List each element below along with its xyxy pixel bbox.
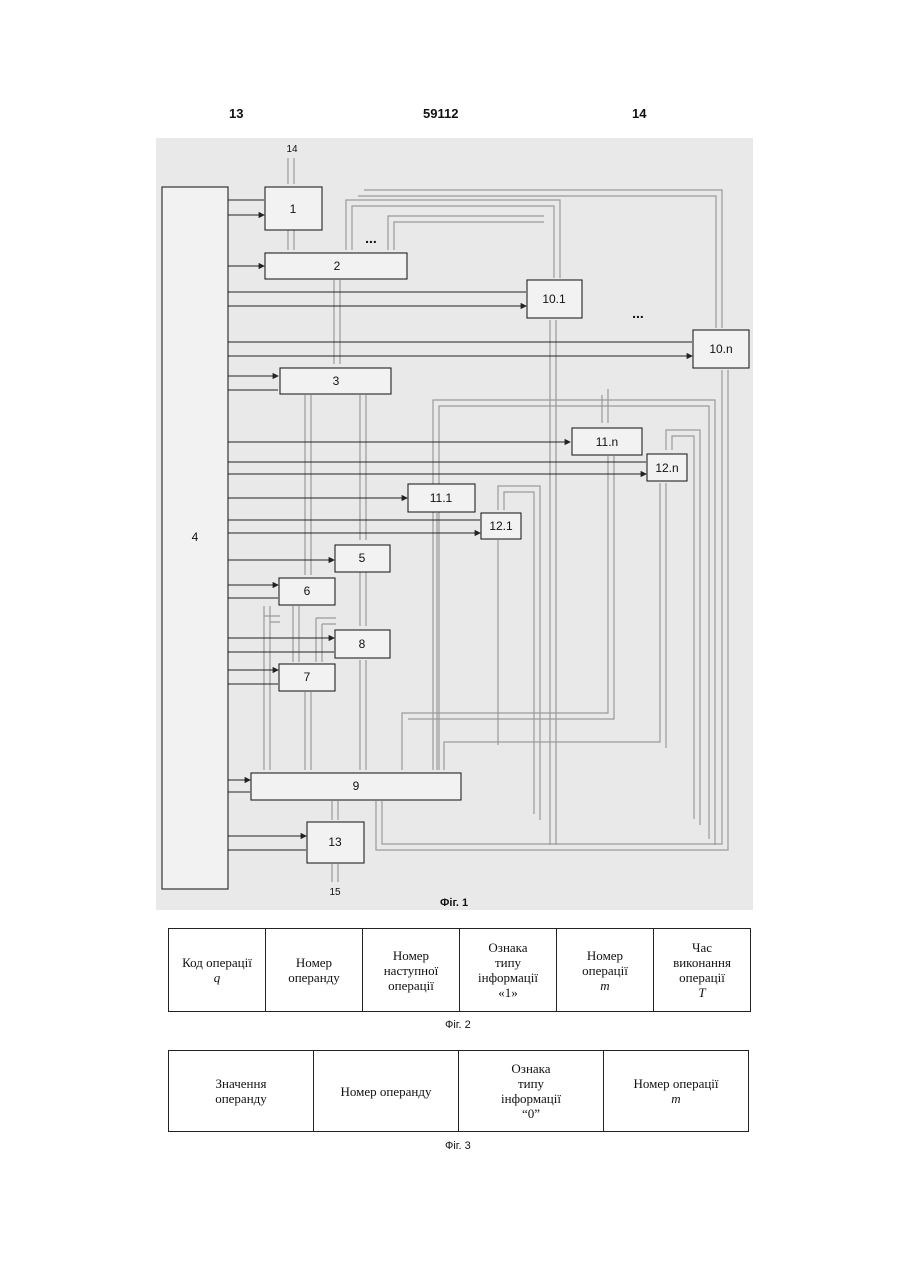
control-lines (228, 200, 692, 850)
label-block-12-n: 12.n (655, 461, 678, 475)
label-block-11-n: 11.n (596, 435, 618, 449)
fig3-cell-operand-value: Значення операнду (169, 1051, 314, 1132)
figure-3-caption: Фіг. 3 (445, 1140, 471, 1152)
label-block-9: 9 (353, 779, 360, 793)
label-block-7: 7 (304, 670, 311, 684)
fig2-cell-execution-time: Час виконання операціїT (654, 929, 751, 1012)
fig3-cell-operation-number: Номер операціїm (604, 1051, 749, 1132)
label-block-11-1: 11.1 (430, 491, 453, 505)
label-block-10-n: 10.n (709, 342, 732, 356)
figure-2-caption: Фіг. 2 (445, 1019, 471, 1031)
figure-1-caption: Фіг. 1 (440, 897, 468, 909)
fig3-cell-info-type-flag: Ознака типу інформації “0” (459, 1051, 604, 1132)
label-block-12-1: 12.1 (489, 519, 513, 533)
label-block-6: 6 (304, 584, 311, 598)
label-output-15: 15 (329, 887, 341, 898)
label-block-5: 5 (359, 551, 366, 565)
label-block-1: 1 (290, 202, 297, 216)
dots-right: ... (632, 305, 644, 321)
fig2-cell-operation-number: Номер операціїm (557, 929, 654, 1012)
label-input-14: 14 (286, 144, 298, 155)
label-block-8: 8 (359, 637, 366, 651)
fig2-cell-operation-code: Код операціїq (169, 929, 266, 1012)
fig2-cell-info-type-flag: Ознака типу інформації «1» (460, 929, 557, 1012)
label-block-3: 3 (333, 374, 340, 388)
label-block-13: 13 (328, 835, 342, 849)
figure-3-format-table: Значення операнду Номер операнду Ознака … (168, 1050, 749, 1132)
label-block-10-1: 10.1 (542, 292, 566, 306)
dots-top: ... (365, 230, 377, 246)
fig3-cell-operand-number: Номер операнду (314, 1051, 459, 1132)
label-block-4: 4 (192, 530, 199, 544)
label-block-2: 2 (334, 259, 341, 273)
figure-2-format-table: Код операціїq Номер операнду Номер насту… (168, 928, 751, 1012)
fig2-cell-next-operation-number: Номер наступної операції (363, 929, 460, 1012)
fig2-cell-operand-number: Номер операнду (266, 929, 363, 1012)
